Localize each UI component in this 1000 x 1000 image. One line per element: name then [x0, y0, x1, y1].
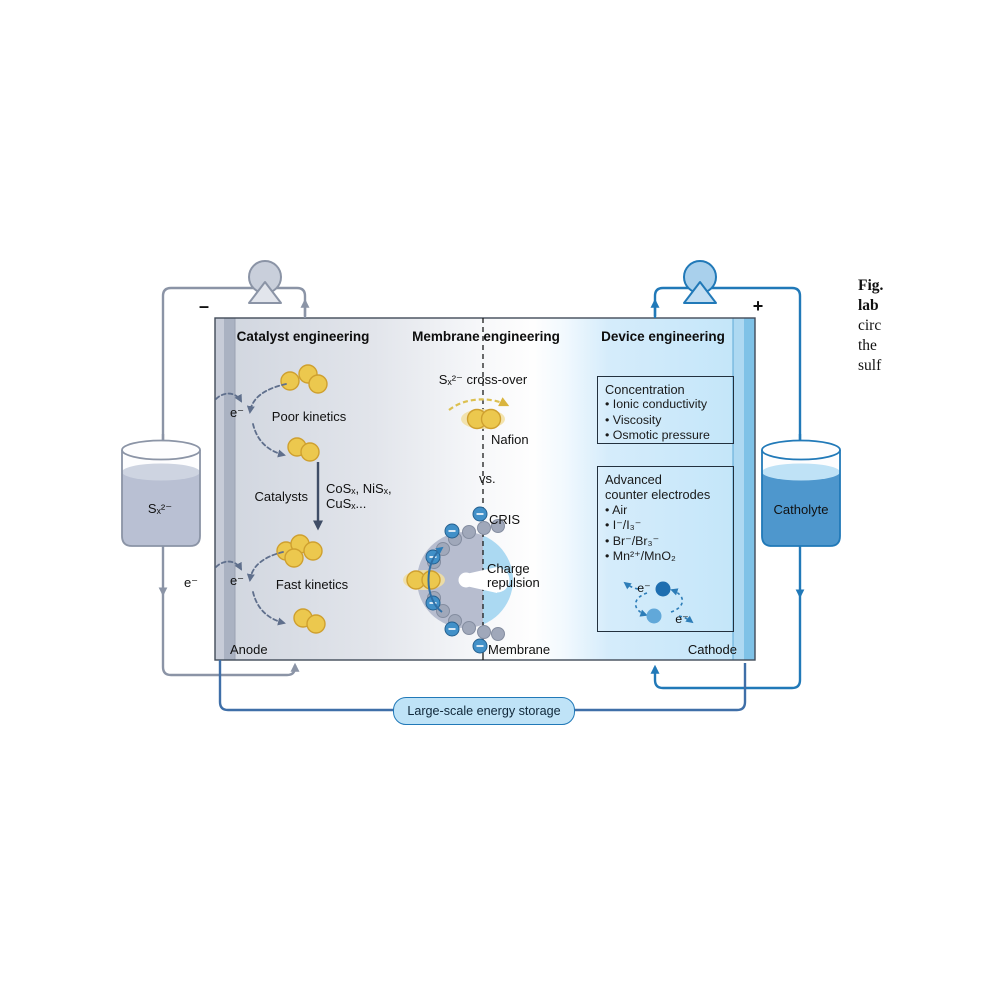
- energy-storage-pill-label: Large-scale energy storage: [407, 704, 561, 718]
- anolyte-tank-label: Sₓ²⁻: [147, 501, 173, 516]
- charge-repulsion-line2: repulsion: [487, 575, 540, 590]
- caption-line: the: [858, 337, 877, 354]
- cris-membrane-illustration: [403, 506, 513, 654]
- electron-label-fast: e⁻: [229, 573, 245, 588]
- cycle-electron-bottom: e⁻: [675, 612, 689, 626]
- fast-kinetics-label: Fast kinetics: [275, 577, 349, 592]
- electron-label-poor: e⁻: [229, 405, 245, 420]
- catalysts-label: Catalysts: [254, 489, 308, 504]
- counter-title-line1: Advanced: [605, 472, 662, 487]
- negative-terminal-sign: –: [198, 296, 210, 316]
- counter-item: • Mn²⁺/MnO₂: [605, 549, 676, 564]
- catalyst-formula-line2: CuSₓ...: [326, 496, 367, 511]
- anode-label: Anode: [230, 642, 268, 657]
- charge-repulsion-label: Charge repulsion: [487, 562, 540, 590]
- energy-storage-pill: Large-scale energy storage: [393, 697, 575, 725]
- cathode-label: Cathode: [687, 642, 737, 657]
- figure-caption-fragment: Fig. lab circ the sulf: [858, 276, 1000, 378]
- cris-label: CRIS: [489, 512, 521, 527]
- vs-label: vs.: [479, 471, 496, 486]
- counter-electrode-cycle: [623, 581, 694, 624]
- concentration-item: • Osmotic pressure: [605, 428, 710, 443]
- catholyte-loop-pipes: [650, 286, 805, 690]
- concentration-item: • Viscosity: [605, 412, 662, 427]
- cycle-electron-top: e⁻: [637, 581, 651, 595]
- positive-terminal-sign: +: [752, 296, 764, 316]
- column-header-catalyst: Catalyst engineering: [236, 329, 370, 344]
- crossover-label: Sₓ²⁻ cross-over: [438, 372, 528, 387]
- concentration-box: Concentration • Ionic conductivity • Vis…: [597, 376, 734, 444]
- counter-title-line2: counter electrodes: [605, 487, 711, 503]
- cathode-current-collector: [733, 318, 744, 660]
- catholyte-tank-label: Catholyte: [773, 502, 829, 517]
- caption-line: circ: [858, 317, 882, 334]
- catalyst-formula-line1: CoSₓ, NiSₓ,: [326, 481, 392, 496]
- charge-repulsion-line1: Charge: [487, 561, 530, 576]
- concentration-item: • Ionic conductivity: [605, 397, 708, 412]
- caption-line: sulf: [858, 357, 882, 374]
- polysulfide-particles-poor: [280, 364, 328, 462]
- anolyte-tank: [121, 439, 201, 547]
- counter-item: • Br⁻/Br₃⁻: [605, 533, 660, 548]
- external-electron-label: e⁻: [183, 575, 199, 590]
- crossover-illustration: [448, 397, 510, 430]
- column-header-device: Device engineering: [601, 329, 725, 344]
- pump-icon-right: [683, 260, 717, 304]
- concentration-title: Concentration: [605, 382, 685, 397]
- nafion-label: Nafion: [491, 432, 529, 447]
- column-header-membrane: Membrane engineering: [412, 329, 560, 344]
- catholyte-tank: [761, 439, 841, 547]
- repulsion-arrow: [427, 546, 444, 613]
- polysulfide-particles-fast: [276, 534, 326, 634]
- caption-line: Fig.: [858, 277, 884, 294]
- electron-transfer-arcs-fast: [215, 551, 286, 626]
- counter-item: • I⁻/I₃⁻: [605, 518, 642, 533]
- membrane-label: Membrane: [488, 642, 551, 657]
- counter-item: • Air: [605, 502, 628, 517]
- caption-line: lab: [858, 297, 879, 314]
- poor-kinetics-label: Poor kinetics: [271, 409, 347, 424]
- anode-current-collector: [215, 318, 224, 660]
- pump-icon-left: [248, 260, 282, 304]
- electron-transfer-arcs-poor: [215, 383, 287, 458]
- counter-electrodes-box: Advanced counter electrodes • Air • I⁻/I…: [597, 466, 734, 632]
